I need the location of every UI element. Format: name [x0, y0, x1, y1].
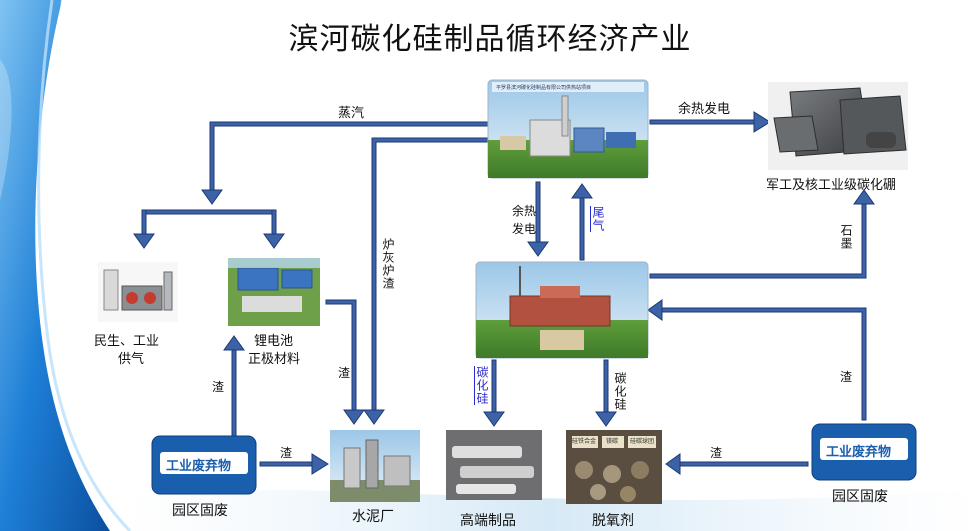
waste-logo-right	[811, 423, 917, 481]
left-wave-decoration	[0, 0, 151, 531]
label-waste-heat-mid-2: 发电	[512, 222, 537, 236]
page-title: 滨河碳化硅制品循环经济产业	[288, 22, 692, 57]
label-sic-deox: 碳化硅	[613, 372, 627, 411]
arrow-left-slag-up-head	[223, 335, 245, 351]
arrow-sic-high	[491, 359, 497, 415]
deox-tag-1: 硅铁合金	[572, 438, 597, 445]
high-end-products-image	[446, 430, 542, 500]
arrow-lithium-cement-head	[343, 409, 365, 425]
arrow-right-slag-left-head	[665, 453, 681, 475]
label-slag-lithium-cement: 渣	[338, 366, 351, 380]
sic-factory-image	[475, 261, 649, 359]
label-steam: 蒸汽	[338, 106, 365, 121]
arrow-graphite-head	[853, 189, 875, 205]
arrow-waste-heat-mid-head	[527, 241, 549, 257]
deoxidizer-image	[566, 430, 662, 504]
boron-carbide-image	[768, 82, 908, 170]
label-boron: 军工及核工业级碳化硼	[766, 178, 897, 193]
arrow-right-slag-up-head	[647, 299, 663, 321]
arrow-tail-gas	[579, 195, 585, 261]
label-heating-2: 供气	[118, 352, 145, 367]
arrow-waste-heat-top	[649, 119, 757, 125]
arrow-steam	[209, 121, 489, 193]
heating-equipment-image	[98, 262, 178, 322]
arrow-to-lithium-head	[263, 233, 285, 249]
label-slag-right-up: 渣	[840, 370, 853, 384]
arrow-waste-heat-top-head	[753, 111, 771, 133]
label-deoxidizer: 脱氧剂	[592, 513, 634, 529]
arrow-sic-deox-head	[595, 411, 617, 427]
arrow-right-slag-up	[659, 307, 867, 421]
label-slag-left-right: 渣	[280, 446, 293, 460]
label-lithium-1: 锂电池	[254, 334, 294, 349]
waste-logo-left	[151, 435, 257, 495]
deox-tag-3: 硅碳球团	[630, 438, 655, 445]
label-tail-gas[interactable]: 尾气	[591, 206, 605, 232]
arrow-sic-deox	[603, 359, 609, 415]
arrow-left-slag-right	[259, 461, 315, 467]
waste-logo-left-text: 工业废弃物	[166, 459, 232, 474]
arrow-waste-heat-mid	[535, 181, 541, 245]
deox-tag-2: 镁碳	[606, 438, 619, 445]
label-high-end: 高端制品	[460, 513, 516, 529]
label-waste-heat-mid-1: 余热	[512, 204, 537, 218]
arrow-steam-head	[201, 189, 223, 205]
label-graphite: 石墨	[839, 224, 853, 250]
flow-arrows	[133, 111, 875, 475]
label-park-waste-left: 园区固废	[172, 503, 228, 519]
arrow-left-slag-up	[231, 347, 237, 437]
label-heating-1: 民生、工业	[94, 334, 160, 349]
label-lithium-2: 正极材料	[248, 352, 301, 367]
arrow-tail-gas-head	[571, 183, 593, 199]
label-sic-high[interactable]: 碳化硅	[475, 366, 489, 405]
label-slag-right-left: 渣	[710, 446, 723, 460]
arrow-to-heating-head	[133, 233, 155, 249]
power-plant-image	[487, 79, 649, 179]
label-park-waste-right: 园区固废	[832, 489, 888, 505]
waste-logo-right-text: 工业废弃物	[826, 445, 892, 460]
arrow-ash-slag-head	[363, 409, 385, 425]
arrow-graphite	[649, 201, 867, 279]
power-plant-caption: 平罗县滨河碳化硅制品有限公司供热站项目	[496, 85, 592, 91]
label-slag-left-up: 渣	[212, 380, 225, 394]
label-waste-heat-top: 余热发电	[678, 102, 731, 117]
arrow-right-slag-left	[677, 461, 809, 467]
arrow-steam-split	[141, 209, 277, 215]
arrow-lithium-cement	[325, 299, 357, 413]
arrow-sic-high-head	[483, 411, 505, 427]
cement-plant-image	[330, 430, 420, 502]
arrow-left-slag-right-head	[311, 453, 329, 475]
lithium-plant-image	[228, 258, 320, 326]
label-cement: 水泥厂	[352, 509, 394, 525]
label-ash-slag: 炉灰炉渣	[381, 238, 395, 290]
